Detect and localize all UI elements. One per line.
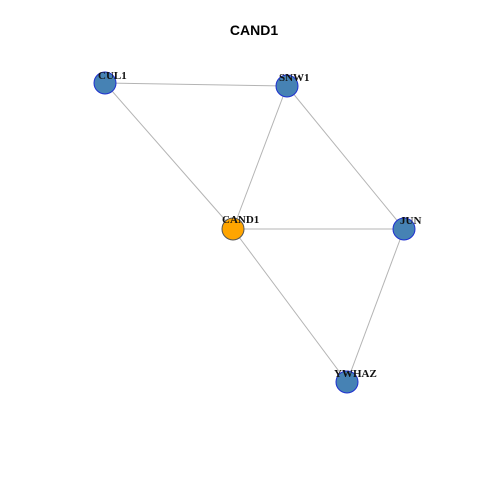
node-cand1[interactable]: [221, 217, 245, 241]
node-ywhaz[interactable]: [335, 370, 359, 394]
node-label-snw1: SNW1: [279, 72, 310, 84]
edge-cul1-cand1: [104, 82, 234, 230]
node-label-jun: JUN: [400, 215, 421, 227]
edge-jun-ywhaz: [346, 228, 405, 383]
node-label-ywhaz: YWHAZ: [334, 368, 377, 380]
edge-cand1-ywhaz: [232, 228, 348, 383]
edge-snw1-cand1: [232, 85, 288, 230]
node-label-cand1: CAND1: [222, 214, 259, 226]
nodes-layer: [93, 71, 416, 394]
edges-layer: [104, 82, 405, 383]
node-cul1[interactable]: [93, 71, 117, 95]
graph-title: CAND1: [230, 22, 278, 38]
node-snw1[interactable]: [275, 74, 299, 98]
edge-snw1-jun: [286, 85, 405, 230]
node-label-cul1: CUL1: [98, 70, 127, 82]
node-jun[interactable]: [392, 217, 416, 241]
edge-cul1-snw1: [104, 82, 288, 87]
